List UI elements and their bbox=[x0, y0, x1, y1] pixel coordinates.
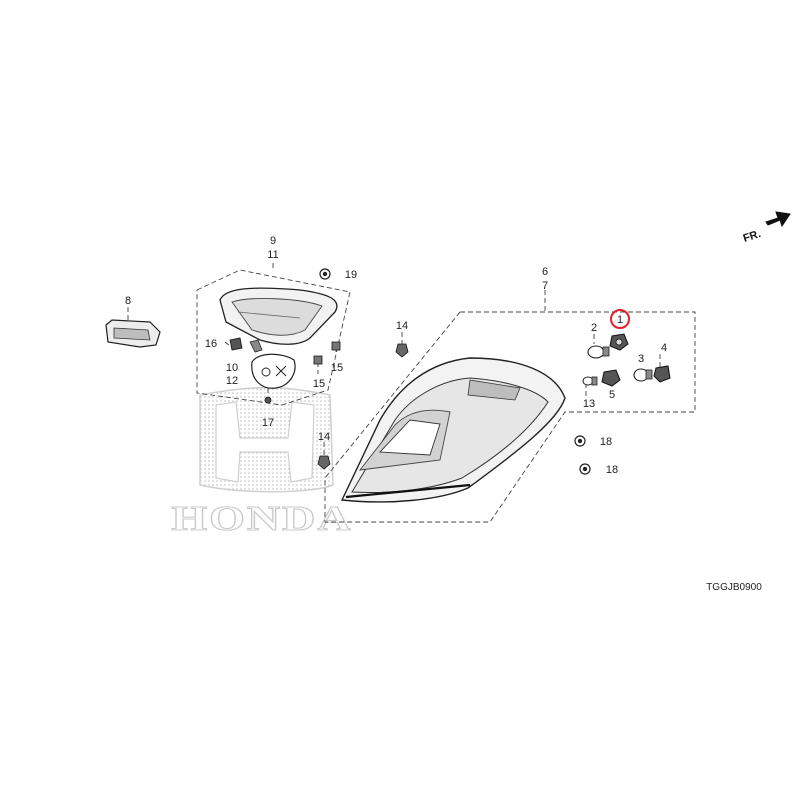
label-part-18-b[interactable]: 18 bbox=[606, 464, 618, 476]
label-part-11[interactable]: 11 bbox=[267, 249, 278, 261]
label-part-10[interactable]: 10 bbox=[226, 362, 238, 374]
selected-part-highlight-ring bbox=[610, 309, 630, 329]
label-part-15-a[interactable]: 15 bbox=[331, 362, 343, 374]
label-part-15-b[interactable]: 15 bbox=[313, 378, 325, 390]
label-part-8[interactable]: 8 bbox=[125, 295, 131, 307]
label-part-2[interactable]: 2 bbox=[591, 322, 597, 334]
part-14-nut-b[interactable] bbox=[317, 455, 331, 470]
label-part-14-b[interactable]: 14 bbox=[318, 431, 330, 443]
part-10-gasket[interactable] bbox=[251, 353, 296, 389]
part-18-grommet-a[interactable] bbox=[574, 435, 586, 447]
front-direction-indicator: FR. bbox=[742, 211, 791, 245]
label-part-12[interactable]: 12 bbox=[226, 375, 238, 387]
label-part-14-a[interactable]: 14 bbox=[396, 320, 408, 332]
label-part-13[interactable]: 13 bbox=[583, 398, 595, 410]
part-13-bulb[interactable] bbox=[582, 376, 598, 386]
part-17-clip[interactable] bbox=[264, 396, 272, 404]
part-5-socket[interactable] bbox=[601, 369, 621, 387]
front-arrow-icon bbox=[765, 211, 791, 228]
label-part-18-a[interactable]: 18 bbox=[600, 436, 612, 448]
part-15-clip-b[interactable] bbox=[313, 355, 323, 365]
part-4-socket[interactable] bbox=[653, 365, 671, 383]
part-6-outer-tail-light[interactable] bbox=[340, 357, 566, 503]
part-16-socket[interactable] bbox=[229, 337, 243, 351]
label-part-4[interactable]: 4 bbox=[661, 342, 667, 354]
honda-watermark-text: HONDA bbox=[171, 499, 352, 537]
honda-watermark: HONDA bbox=[171, 386, 352, 538]
label-part-19[interactable]: 19 bbox=[345, 269, 357, 281]
diagram-code: TGGJB0900 bbox=[706, 582, 762, 593]
label-part-16[interactable]: 16 bbox=[205, 338, 217, 350]
part-1-socket[interactable] bbox=[609, 333, 629, 351]
part-15-clip-a[interactable] bbox=[331, 341, 341, 351]
part-3-bulb[interactable] bbox=[633, 368, 653, 382]
part-9-inner-lamp-assembly[interactable] bbox=[219, 287, 338, 353]
part-2-bulb[interactable] bbox=[587, 345, 610, 359]
label-part-9[interactable]: 9 bbox=[270, 235, 276, 247]
leader-lines bbox=[127, 263, 696, 523]
label-part-5[interactable]: 5 bbox=[609, 389, 615, 401]
label-part-7[interactable]: 7 bbox=[542, 280, 548, 292]
label-part-3[interactable]: 3 bbox=[638, 353, 644, 365]
part-14-nut-a[interactable] bbox=[395, 343, 409, 358]
label-part-1[interactable]: 1 bbox=[617, 314, 623, 326]
label-part-6[interactable]: 6 bbox=[542, 266, 548, 278]
part-18-grommet-b[interactable] bbox=[579, 463, 591, 475]
label-part-17[interactable]: 17 bbox=[262, 417, 274, 429]
part-19-nut[interactable] bbox=[319, 268, 331, 280]
front-direction-label: FR. bbox=[742, 228, 763, 245]
part-8-bracket[interactable] bbox=[105, 319, 161, 348]
